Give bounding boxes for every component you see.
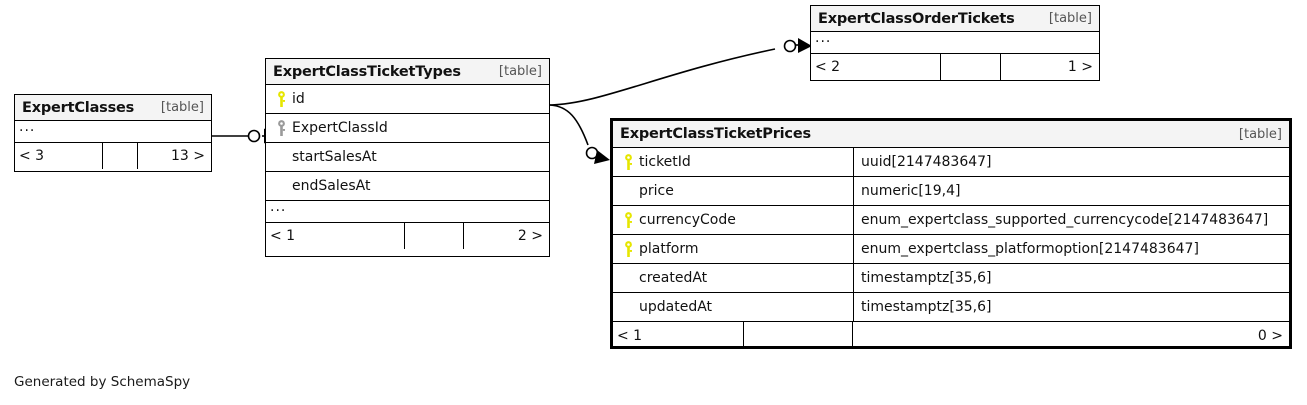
footer-outgoing-count: 13 > [171, 148, 205, 164]
table-title: ExpertClassOrderTickets [818, 10, 1015, 27]
collapsed-columns-row[interactable]: ... [811, 29, 1099, 54]
column-type: timestamptz[35,6] [853, 293, 1289, 321]
column-name: startSalesAt [292, 149, 377, 165]
table-row[interactable]: platform enum_expertclass_platformoption… [613, 235, 1289, 264]
column-name: endSalesAt [292, 178, 371, 194]
footer-incoming-count: < 1 [613, 322, 744, 349]
table-expert-class-order-tickets[interactable]: ExpertClassOrderTickets [table] ... < 2 … [810, 5, 1100, 81]
foreign-key-icon [270, 119, 292, 137]
table-row[interactable]: id [266, 85, 549, 114]
footer-outgoing-count: 0 > [1257, 327, 1283, 344]
column-cell: price [613, 177, 853, 205]
table-title: ExpertClassTicketTypes [273, 63, 461, 80]
footer-outgoing-count: 2 > [517, 228, 543, 244]
primary-key-icon [617, 153, 639, 171]
table-row[interactable]: createdAt timestamptz[35,6] [613, 264, 1289, 293]
table-type-tag: [table] [1238, 126, 1282, 142]
table-type-tag: [table] [160, 100, 204, 115]
column-cell: ticketId [613, 148, 853, 176]
column-name: id [292, 91, 305, 107]
column-cell: currencyCode [613, 206, 853, 234]
column-type: numeric[19,4] [853, 177, 1289, 205]
column-name: updatedAt [639, 299, 713, 315]
column-type: uuid[2147483647] [853, 148, 1289, 176]
column-name: ticketId [639, 154, 691, 170]
footer-incoming-count: < 3 [15, 143, 104, 169]
primary-key-icon [270, 90, 292, 108]
table-title: ExpertClasses [22, 99, 135, 116]
column-name: platform [639, 241, 699, 257]
table-row[interactable]: startSalesAt [266, 143, 549, 172]
edge-tickettypes-to-ticketprices [549, 104, 610, 164]
table-type-tag: [table] [1048, 11, 1092, 26]
column-type: timestamptz[35,6] [853, 264, 1289, 292]
column-cell: ExpertClassId [266, 114, 388, 142]
table-type-tag: [table] [498, 64, 542, 79]
table-header-expert-classes: ExpertClasses [table] [15, 95, 211, 121]
footer-outgoing-count: 1 > [1067, 59, 1093, 75]
column-cell: startSalesAt [266, 143, 377, 171]
primary-key-icon [617, 240, 639, 258]
ellipsis-label: ... [19, 118, 36, 135]
table-expert-classes[interactable]: ExpertClasses [table] ... < 3 13 > [14, 94, 212, 172]
column-name: currencyCode [639, 212, 736, 228]
ellipsis-label: ... [815, 29, 832, 46]
ellipsis-label: ... [270, 198, 287, 215]
table-title: ExpertClassTicketPrices [620, 126, 811, 142]
column-cell: createdAt [613, 264, 853, 292]
table-row[interactable]: currencyCode enum_expertclass_supported_… [613, 206, 1289, 235]
table-footer-expert-class-ticket-prices: < 1 0 > [613, 322, 1289, 349]
column-name: createdAt [639, 270, 708, 286]
column-type: enum_expertclass_platformoption[21474836… [853, 235, 1289, 263]
table-header-expert-class-ticket-types: ExpertClassTicketTypes [table] [266, 59, 549, 85]
primary-key-icon [617, 211, 639, 229]
table-expert-class-ticket-types[interactable]: ExpertClassTicketTypes [table] id Expert… [265, 58, 550, 257]
table-row[interactable]: updatedAt timestamptz[35,6] [613, 293, 1289, 322]
table-row[interactable]: ticketId uuid[2147483647] [613, 148, 1289, 177]
table-row[interactable]: ExpertClassId [266, 114, 549, 143]
table-row[interactable]: endSalesAt [266, 172, 549, 201]
column-name: price [639, 183, 674, 199]
generator-note: Generated by SchemaSpy [14, 374, 191, 390]
table-footer-expert-class-ticket-types: < 1 2 > [266, 223, 549, 249]
footer-incoming-count: < 2 [811, 54, 941, 80]
footer-middle [941, 54, 1002, 80]
edge-tickettypes-to-ordertickets [549, 38, 812, 106]
column-cell: updatedAt [613, 293, 853, 321]
column-cell: endSalesAt [266, 172, 370, 200]
footer-incoming-count: < 1 [266, 223, 405, 249]
column-name: ExpertClassId [292, 120, 388, 136]
table-header-expert-class-order-tickets: ExpertClassOrderTickets [table] [811, 6, 1099, 32]
collapsed-columns-row[interactable]: ... [15, 118, 211, 143]
footer-middle [103, 143, 139, 169]
collapsed-columns-row[interactable]: ... [266, 198, 549, 223]
table-footer-expert-classes: < 3 13 > [15, 143, 211, 169]
column-cell: platform [613, 235, 853, 263]
table-header-expert-class-ticket-prices: ExpertClassTicketPrices [table] [613, 121, 1289, 148]
table-footer-expert-class-order-tickets: < 2 1 > [811, 54, 1099, 80]
table-row[interactable]: price numeric[19,4] [613, 177, 1289, 206]
footer-middle [744, 322, 853, 349]
footer-middle [405, 223, 465, 249]
table-expert-class-ticket-prices[interactable]: ExpertClassTicketPrices [table] ticketId… [610, 118, 1292, 349]
column-type: enum_expertclass_supported_currencycode[… [853, 206, 1289, 234]
column-cell: id [266, 85, 305, 113]
